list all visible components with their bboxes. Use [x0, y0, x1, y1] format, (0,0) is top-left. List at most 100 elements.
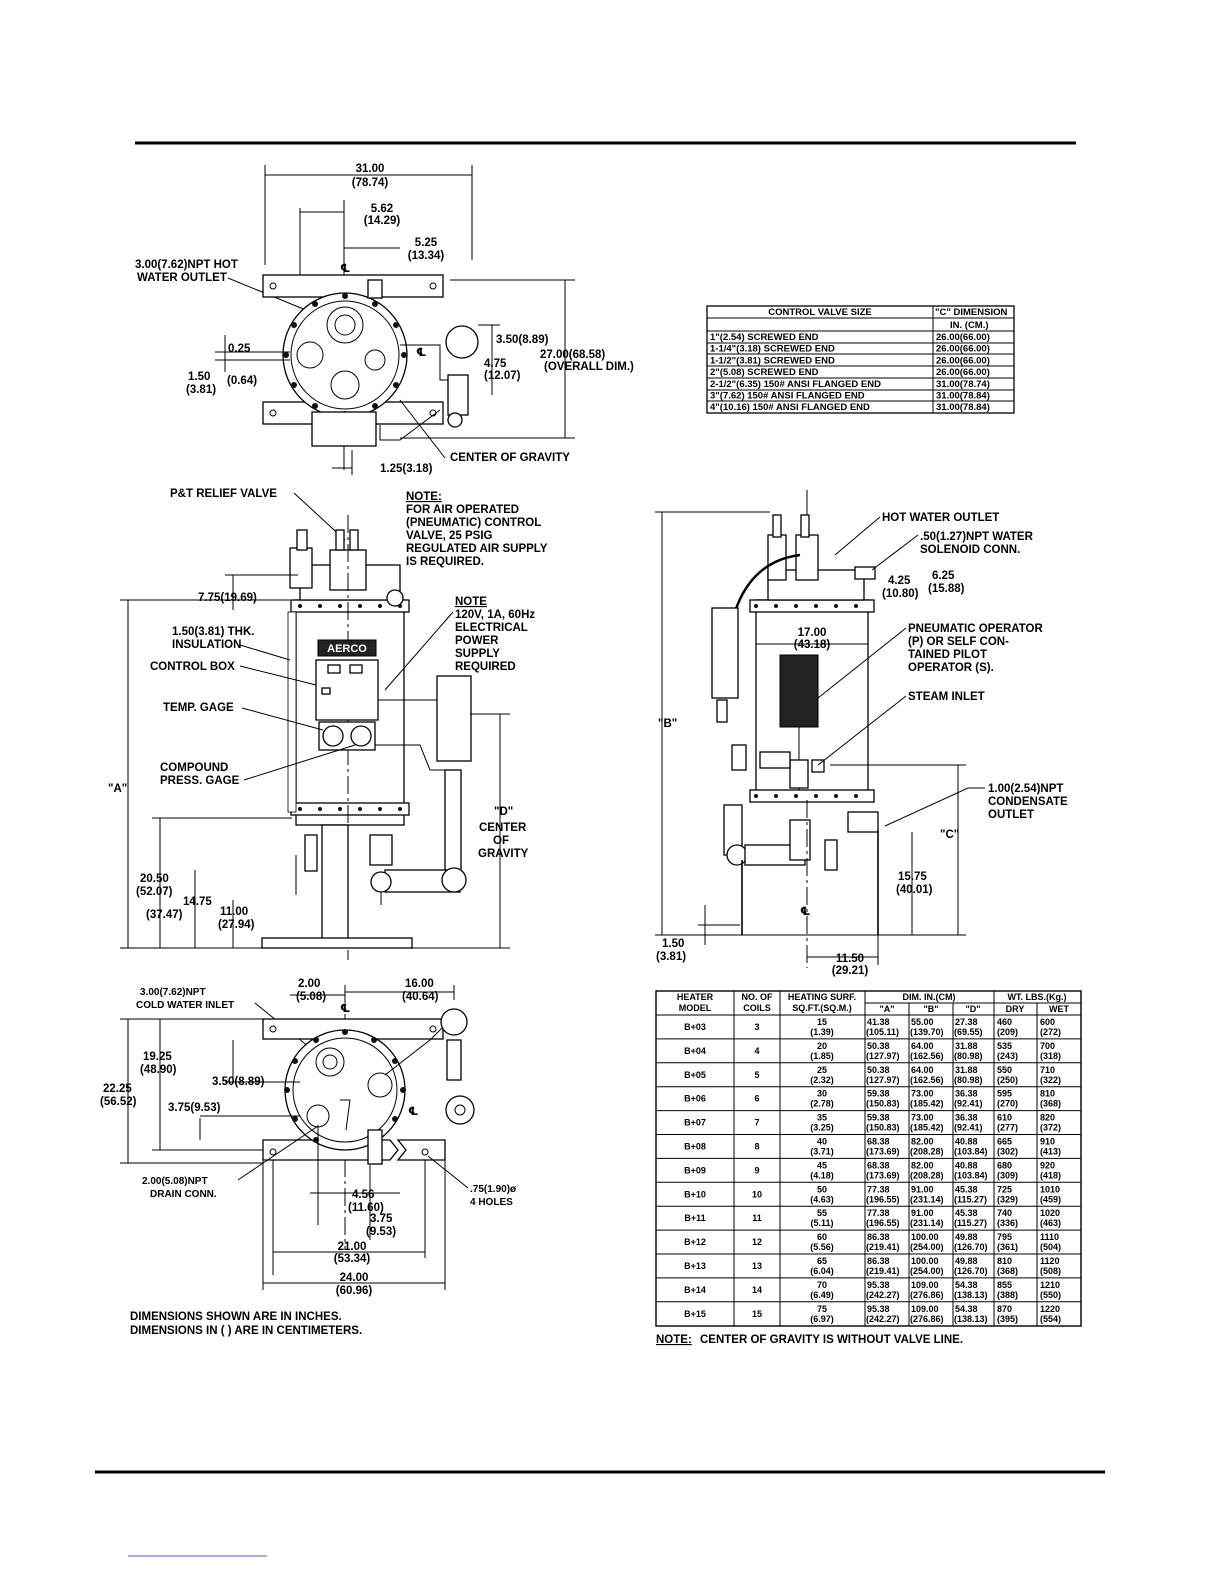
- ht-cell-b-cm: (231.14): [910, 1194, 944, 1204]
- ht-cell-wet-kg: (372): [1040, 1123, 1061, 1133]
- ht-header-model-1: HEATER: [677, 992, 714, 1002]
- holes-label-1: .75(1.90)ø: [470, 1184, 517, 1195]
- ht-cell-a: 68.38: [867, 1160, 890, 1170]
- pneumatic-label-1: PNEUMATIC OPERATOR: [908, 623, 1044, 635]
- ht-cell-d: 27.38: [955, 1017, 978, 1027]
- cv-header-size: CONTROL VALVE SIZE: [768, 307, 871, 318]
- ht-cell-coils: 9: [754, 1165, 759, 1175]
- control-box-label: CONTROL BOX: [150, 661, 235, 673]
- ht-cell-surf: 60: [817, 1232, 827, 1242]
- cv-row-c: 31.00(78.74): [936, 379, 990, 390]
- drain-label-1: 2.00(5.08)NPT: [142, 1176, 208, 1187]
- dim-17: 17.00: [798, 627, 827, 639]
- ht-cell-b: 100.00: [911, 1256, 939, 1266]
- ht-cell-a: 95.38: [867, 1280, 890, 1290]
- ht-header-surf-1: HEATING SURF.: [788, 992, 856, 1002]
- ht-cell-model: B+11: [684, 1213, 705, 1223]
- ht-cell-surf: 55: [817, 1208, 827, 1218]
- ht-cell-surf-cm: (6.49): [810, 1290, 834, 1300]
- ht-header-b: "B": [923, 1004, 938, 1014]
- ht-cell-dry-kg: (209): [997, 1027, 1018, 1037]
- cv-row-c: 26.00(66.00): [936, 332, 990, 343]
- ht-cell-d: 36.38: [955, 1113, 978, 1123]
- ht-cell-surf-cm: (3.25): [810, 1123, 834, 1133]
- ht-cell-coils: 13: [752, 1261, 762, 1271]
- ht-cell-dry: 795: [997, 1232, 1012, 1242]
- pneumatic-label-3: TAINED PILOT: [908, 649, 987, 661]
- ht-cell-a: 86.38: [867, 1256, 890, 1266]
- cog-note-title: NOTE:: [656, 1334, 692, 1346]
- dim-d-2: OF: [493, 835, 509, 847]
- ht-header-d: "D": [965, 1004, 980, 1014]
- ht-header-surf-2: SQ.FT.(SQ.M.): [792, 1003, 852, 1013]
- ht-cell-dry-kg: (270): [997, 1099, 1018, 1109]
- brand-text: AERCO: [327, 643, 367, 655]
- centerline-symbol: ℄: [340, 263, 350, 275]
- dim-3-75b-cm: (9.53): [366, 1226, 396, 1238]
- holes-label-2: 4 HOLES: [470, 1197, 513, 1208]
- ht-cell-surf: 65: [817, 1256, 827, 1266]
- ht-cell-b-cm: (276.86): [910, 1314, 944, 1324]
- ht-cell-d-cm: (80.98): [954, 1075, 983, 1085]
- electrical-box: [436, 675, 472, 762]
- cv-row-size: 2"(5.08) SCREWED END: [710, 367, 819, 378]
- dim-5-62: 5.62: [371, 203, 393, 215]
- ht-cell-d: 40.88: [955, 1160, 978, 1170]
- ht-cell-a-cm: (173.69): [866, 1147, 900, 1157]
- dim-22-25: 22.25: [103, 1083, 132, 1095]
- ht-cell-dry: 870: [997, 1304, 1012, 1314]
- pneumatic-label-4: OPERATOR (S).: [908, 662, 994, 674]
- ht-cell-d: 40.88: [955, 1137, 978, 1147]
- dim-3-75b: 3.75: [370, 1213, 393, 1225]
- ht-cell-a-cm: (242.27): [866, 1314, 900, 1324]
- ht-cell-a: 59.38: [867, 1113, 890, 1123]
- bottom-centerline-symbol-2: ℄: [408, 1106, 418, 1118]
- ht-cell-dry: 855: [997, 1280, 1012, 1290]
- cv-row-size: 4"(10.16) 150# ANSI FLANGED END: [710, 402, 870, 413]
- dim-15-75-cm: (40.01): [896, 884, 933, 896]
- ht-cell-surf: 50: [817, 1184, 827, 1194]
- ht-cell-coils: 11: [752, 1213, 762, 1223]
- ht-cell-b-cm: (185.42): [910, 1123, 944, 1133]
- ht-cell-dry-kg: (309): [997, 1170, 1018, 1180]
- ht-cell-coils: 4: [754, 1046, 759, 1056]
- ht-cell-d: 54.38: [955, 1280, 978, 1290]
- ht-cell-d: 45.38: [955, 1184, 978, 1194]
- ht-cell-wet-kg: (550): [1040, 1290, 1061, 1300]
- dim-17-cm: (43.18): [794, 639, 831, 651]
- ht-cell-surf: 40: [817, 1137, 827, 1147]
- note-air-5: IS REQUIRED.: [406, 556, 484, 568]
- ht-cell-wet: 1210: [1040, 1280, 1060, 1290]
- ht-cell-model: B+13: [684, 1261, 706, 1271]
- ht-cell-dry-kg: (388): [997, 1290, 1018, 1300]
- ht-cell-wet-kg: (368): [1040, 1099, 1061, 1109]
- dim-4-56-cm: (11.60): [348, 1202, 384, 1214]
- steam-trap-float: [445, 325, 479, 359]
- ht-cell-surf-cm: (4.18): [810, 1170, 834, 1180]
- ht-cell-dry: 740: [997, 1208, 1012, 1218]
- ht-cell-wet-kg: (554): [1040, 1314, 1061, 1324]
- dim-14-75: 14.75: [183, 896, 212, 908]
- ht-cell-model: B+04: [684, 1046, 706, 1056]
- dim-4-75-cm: (12.07): [484, 370, 521, 382]
- ht-cell-model: B+12: [684, 1237, 706, 1247]
- dim-27-note: (OVERALL DIM.): [544, 361, 634, 373]
- ht-cell-dry-kg: (395): [997, 1314, 1018, 1324]
- ht-cell-b-cm: (231.14): [910, 1218, 944, 1228]
- ht-cell-b: 100.00: [911, 1232, 939, 1242]
- dim-19-25-cm: (48.90): [140, 1064, 177, 1076]
- ht-cell-surf: 35: [817, 1113, 827, 1123]
- ht-cell-wet: 810: [1040, 1089, 1055, 1099]
- control-valve-table: CONTROL VALVE SIZE "C" DIMENSION IN. (CM…: [706, 305, 1015, 414]
- note-air-title: NOTE:: [406, 491, 442, 503]
- ht-cell-surf-cm: (1.85): [810, 1051, 834, 1061]
- ht-cell-wet: 1120: [1040, 1256, 1060, 1266]
- ht-cell-d-cm: (92.41): [954, 1123, 983, 1133]
- cv-row-c: 26.00(66.00): [936, 355, 990, 366]
- ht-cell-a-cm: (127.97): [866, 1075, 900, 1085]
- ht-cell-surf: 75: [817, 1304, 827, 1314]
- cv-row-size: 1"(2.54) SCREWED END: [710, 332, 819, 343]
- dim-d-1: CENTER: [479, 822, 527, 834]
- ht-cell-a: 68.38: [867, 1137, 890, 1147]
